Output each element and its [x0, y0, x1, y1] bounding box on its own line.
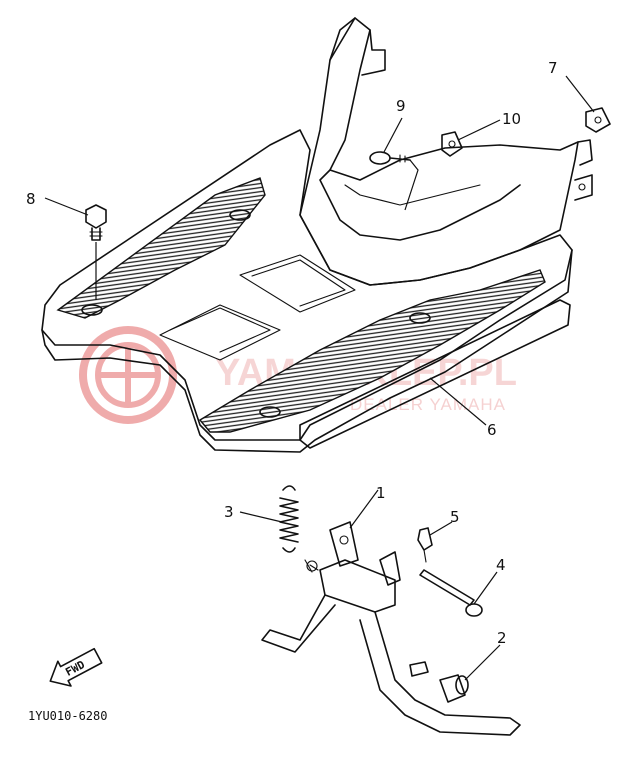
callout-9: 9: [396, 97, 406, 115]
screw-hole-4: [259, 406, 281, 418]
bolt-8-head: [85, 204, 107, 229]
spring-coils: [279, 497, 299, 543]
tunnel-cover: [299, 17, 593, 286]
stand-bracket-left: [329, 521, 359, 567]
callout-1: 1: [376, 484, 386, 502]
tunnel-bracket-right: [577, 139, 593, 166]
part-4-shaft: [419, 569, 483, 617]
part-9-screw: [369, 151, 411, 165]
footrest-board: [41, 129, 573, 453]
stand-stop: [304, 559, 319, 573]
stand-pivot-tube: [319, 559, 396, 613]
bolt-8-thread: [89, 231, 103, 237]
tunnel-inner-edge: [319, 169, 521, 241]
screw-hole-3: [409, 312, 431, 324]
part-1-main-stand: [261, 521, 521, 736]
callout-10: 10: [502, 110, 521, 128]
floor-edge: [41, 249, 573, 453]
callout-6: 6: [487, 421, 497, 439]
fwd-label: FWD: [63, 658, 87, 679]
nut-clip-10-hole: [448, 140, 456, 148]
stand-leg-left: [261, 594, 336, 653]
tunnel-crease: [344, 184, 481, 206]
screw-hole-1: [81, 304, 103, 316]
clip-5-tail: [423, 549, 427, 563]
callout-8: 8: [26, 190, 36, 208]
part-8-bolt: [85, 204, 107, 241]
stand-leg-right: [359, 611, 521, 736]
tunnel-body: [299, 17, 579, 286]
callout-7: 7: [548, 59, 558, 77]
leader-7: [565, 75, 595, 113]
clip-5: [417, 527, 433, 551]
bracket-hole: [578, 183, 586, 191]
part-3-spring: [279, 485, 299, 553]
bushing-2: [439, 674, 466, 703]
front-rail: [299, 299, 571, 449]
stand-foot-tab: [409, 661, 429, 677]
part-10-nut-clip: [441, 131, 463, 157]
screw-9-head: [369, 151, 391, 165]
floor-rib-1-inner: [169, 307, 271, 353]
bolt-8-shank: [91, 227, 101, 241]
part-2-bushing: [439, 674, 469, 703]
shaft-4-head: [465, 603, 483, 617]
leader-5: [429, 521, 453, 536]
leader-10: [457, 119, 501, 141]
spring-bottom-hook: [282, 547, 296, 553]
callout-5: 5: [450, 508, 460, 526]
shaft-4-body: [419, 569, 475, 606]
watermark-subtext: DEALER YAMAHA: [350, 395, 506, 414]
stand-bracket-right: [379, 551, 401, 586]
callout-3: 3: [224, 503, 234, 521]
nut-clip-7-hole: [594, 116, 602, 124]
floor-rib-2-inner: [251, 259, 346, 307]
floor-outline: [41, 129, 573, 441]
fwd-arrow-icon: [49, 647, 103, 687]
diagram-code: 1YU010-6280: [28, 709, 107, 723]
leader-8: [44, 197, 89, 216]
tunnel-bracket-top: [361, 29, 386, 76]
leader-9-axis: [404, 159, 419, 211]
right-floor-mat: [198, 269, 546, 433]
tunnel-bracket-lower: [574, 174, 593, 201]
callout-2: 2: [497, 629, 507, 647]
leader-9: [383, 117, 403, 153]
part-5-clip: [417, 527, 433, 563]
nut-clip-7: [585, 107, 611, 133]
screw-hole-2: [229, 209, 251, 221]
stand-bracket-hole: [339, 535, 349, 545]
floor-rib-2: [239, 254, 356, 313]
spring-top-hook: [282, 485, 296, 491]
nut-clip-10: [441, 131, 463, 157]
leader-1: [349, 489, 379, 529]
leader-2: [464, 644, 501, 681]
callout-4: 4: [496, 556, 506, 574]
floor-rib-1: [159, 304, 281, 361]
tunnel-tab-left: [329, 17, 356, 61]
fwd-arrow: FWD: [49, 647, 103, 687]
leader-6: [429, 377, 487, 426]
left-floor-mat: [56, 177, 266, 319]
part-7-nut-clip: [585, 107, 611, 133]
leader-lines: [44, 75, 595, 681]
callouts: 1 2 3 4 5 6 7 8 9 10: [26, 59, 558, 647]
leader-3: [239, 511, 283, 523]
bushing-2-end: [455, 675, 469, 695]
screw-9-thread: [399, 154, 406, 163]
watermark-logo-icon: [79, 326, 177, 424]
stand-stop-bolt: [306, 560, 318, 572]
leader-4: [473, 571, 498, 605]
